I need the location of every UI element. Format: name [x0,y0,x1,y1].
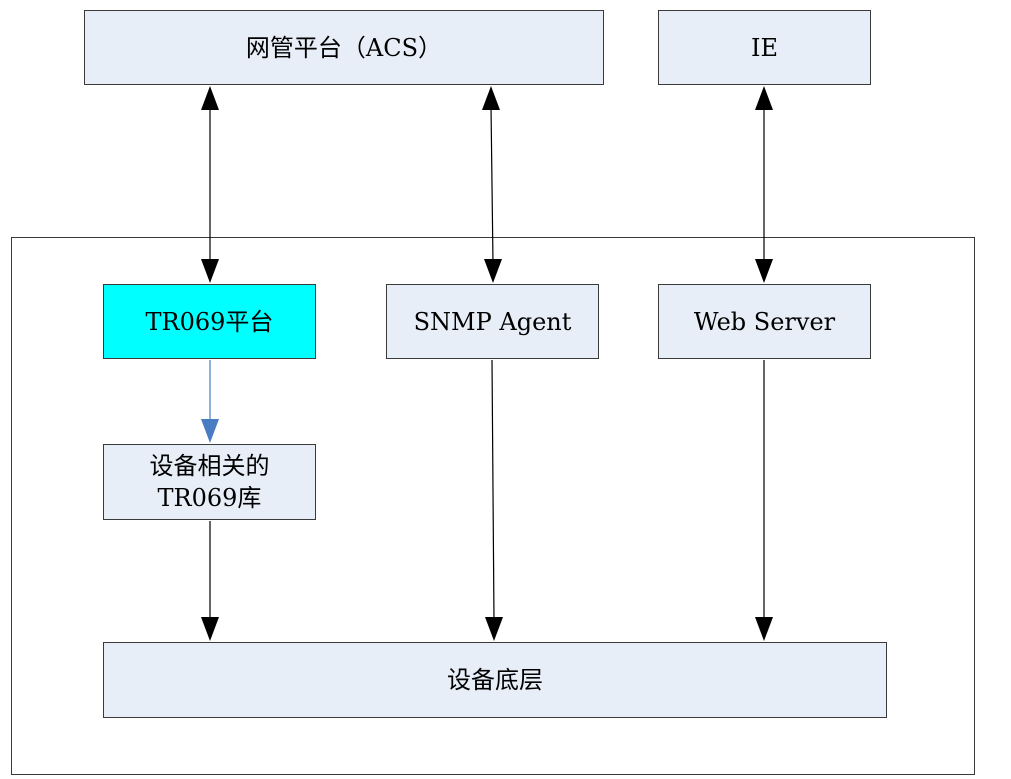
ie-box: IE [658,10,871,85]
tr069-platform-box: TR069平台 [103,284,316,359]
tr069-library-label: 设备相关的 TR069库 [149,452,270,512]
acs-platform-box: 网管平台（ACS） [84,10,604,85]
acs-platform-label: 网管平台（ACS） [245,33,443,62]
connector-acs-to-tr069-platform-arrowhead-start [201,86,219,110]
web-server-box: Web Server [658,284,871,359]
web-server-label: Web Server [693,307,836,336]
connector-acs-to-tr069-platform-arrowhead-end [201,259,219,283]
tr069-platform-label: TR069平台 [145,307,274,336]
connector-web-server-to-device-layer-arrowhead-end [755,617,773,641]
connector-ie-to-web-server-arrowhead-end [755,259,773,283]
connector-tr069-library-to-device-layer-arrowhead-end [201,617,219,641]
ie-label: IE [751,33,778,62]
connector-acs-to-snmp-agent-arrowhead-start [482,86,500,110]
connector-tr069-platform-to-tr069-library-arrowhead-end [201,419,219,443]
connector-snmp-agent-to-device-layer-arrowhead-end [485,617,503,641]
connector-snmp-agent-to-device-layer-line [491,359,495,622]
tr069-library-box: 设备相关的 TR069库 [103,444,316,520]
connector-acs-to-snmp-agent-line [490,105,494,264]
device-layer-label: 设备底层 [447,666,543,694]
connector-acs-to-snmp-agent-arrowhead-end [484,259,502,283]
snmp-agent-label: SNMP Agent [413,307,572,336]
connector-ie-to-web-server-arrowhead-start [755,86,773,110]
snmp-agent-box: SNMP Agent [386,284,599,359]
connector-group [201,86,773,641]
device-layer-box: 设备底层 [103,642,887,718]
